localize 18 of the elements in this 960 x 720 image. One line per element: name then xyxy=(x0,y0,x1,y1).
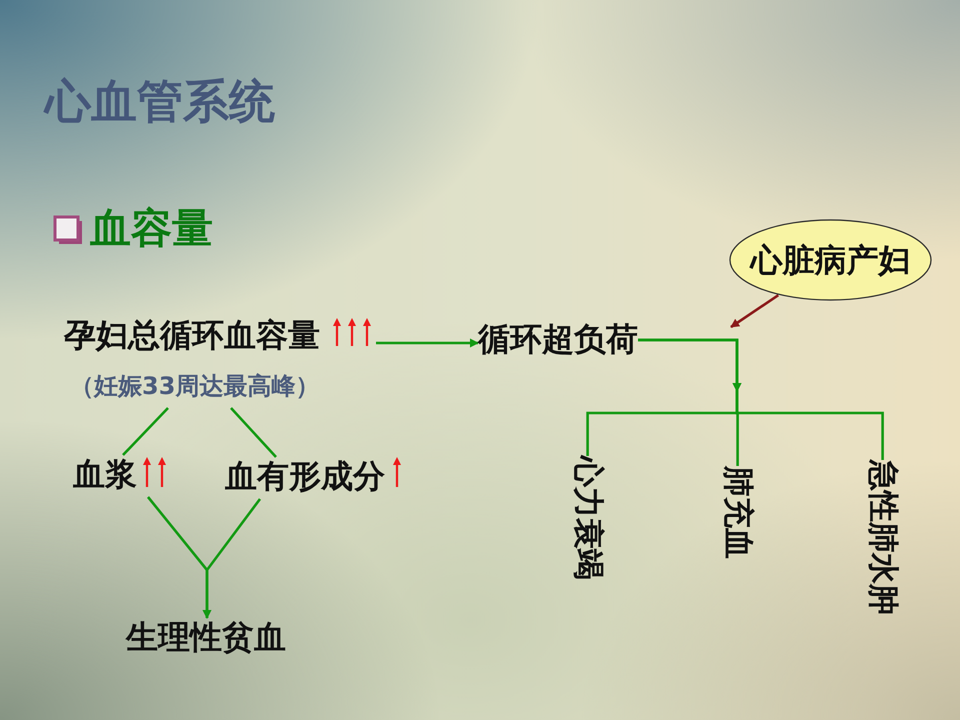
ellipse-callout: 心脏病产妇 xyxy=(729,219,932,301)
node-label: 循环超负荷 xyxy=(478,320,638,358)
arrow xyxy=(202,498,262,619)
node-label: 急性肺水肿 xyxy=(864,460,902,615)
arrow xyxy=(638,338,884,460)
node-label: 心力衰竭 xyxy=(569,456,606,580)
connector-line xyxy=(122,407,169,456)
node-label: 血有形成分 xyxy=(225,457,385,496)
node-label: 孕妇总循环血容量 xyxy=(64,316,320,354)
section-heading: 血容量 xyxy=(90,204,213,254)
node-label: 血浆 xyxy=(73,455,137,494)
slide-title: 心血管系统 xyxy=(45,74,275,130)
node-label: 生理性贫血 xyxy=(126,618,286,656)
connector-line xyxy=(230,407,277,458)
arrow xyxy=(376,338,479,348)
node-label: 肺充血 xyxy=(719,466,756,559)
note-text: （妊娠33周达最高峰） xyxy=(70,372,320,401)
arrow xyxy=(730,294,780,328)
